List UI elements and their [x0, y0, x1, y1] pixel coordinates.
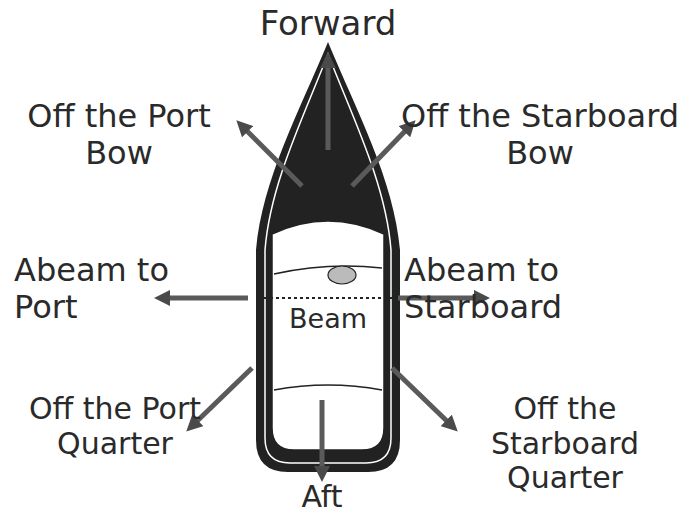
direction-label: Off the Starboard Bow — [390, 98, 690, 172]
beam-line — [258, 297, 398, 299]
direction-label: Forward — [248, 4, 408, 43]
port-bow-arrow — [242, 126, 302, 186]
direction-label: Off the Port Quarter — [26, 392, 204, 461]
direction-label: Aft — [282, 480, 362, 515]
direction-label: Off the Port Bow — [14, 98, 224, 172]
abeam-port-arrow — [162, 296, 248, 301]
direction-label: Abeam to Starboard — [404, 252, 690, 326]
cabin — [272, 221, 384, 450]
hatch — [328, 266, 356, 284]
hull — [256, 42, 400, 472]
forward-arrow — [326, 60, 331, 150]
direction-label: Abeam to Port — [14, 252, 229, 326]
beam-label: Beam — [276, 303, 380, 334]
hull-outline — [265, 54, 391, 463]
cockpit-line — [274, 385, 382, 390]
direction-label: Off the Starboard Quarter — [440, 392, 690, 496]
starboard-quarter-arrow — [392, 368, 452, 426]
aft-arrow — [320, 400, 325, 474]
